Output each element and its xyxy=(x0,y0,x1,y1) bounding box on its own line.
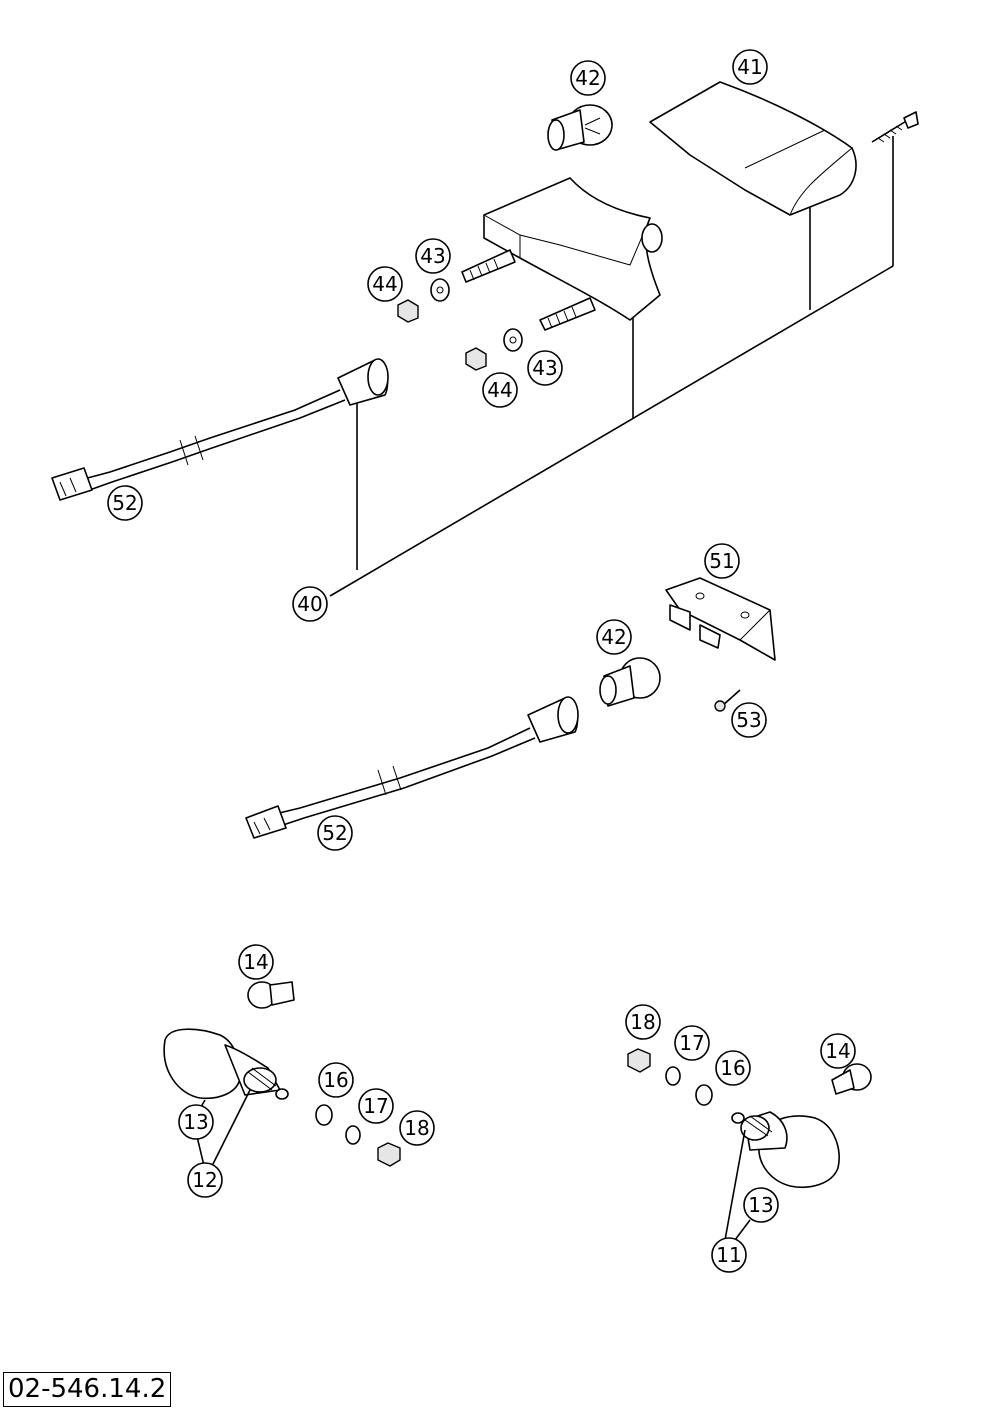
bulb-42-top xyxy=(547,104,613,151)
callout-16: 16 xyxy=(715,1050,751,1086)
nut-18 xyxy=(627,1048,651,1073)
callout-17: 17 xyxy=(674,1025,710,1061)
indicator-lens-13-right xyxy=(731,1111,840,1188)
callout-52: 52 xyxy=(317,815,353,851)
indicator-lens-13-left xyxy=(163,1028,289,1100)
svg-text:11: 11 xyxy=(716,1243,741,1267)
tail-light-lens xyxy=(649,81,857,216)
nut-44 xyxy=(397,299,419,323)
callout-11: 11 xyxy=(711,1237,747,1273)
svg-text:17: 17 xyxy=(679,1031,704,1055)
right-indicator-assembly xyxy=(627,1048,872,1241)
svg-text:52: 52 xyxy=(112,491,137,515)
housing-studs xyxy=(461,249,596,331)
svg-text:16: 16 xyxy=(720,1056,745,1080)
callout-42: 42 xyxy=(596,619,632,655)
svg-text:14: 14 xyxy=(243,950,268,974)
svg-text:43: 43 xyxy=(420,244,445,268)
svg-text:18: 18 xyxy=(630,1010,655,1034)
svg-text:17: 17 xyxy=(363,1094,388,1118)
svg-text:44: 44 xyxy=(372,272,397,296)
nut-18 xyxy=(377,1142,401,1167)
svg-text:14: 14 xyxy=(825,1039,850,1063)
svg-text:12: 12 xyxy=(192,1168,217,1192)
svg-text:52: 52 xyxy=(322,821,347,845)
document-id-label: 02-546.14.2 xyxy=(3,1372,172,1407)
callout-44: 44 xyxy=(482,372,518,408)
lens-screw xyxy=(871,111,919,143)
lock-washer-17 xyxy=(345,1125,361,1145)
license-light-holder xyxy=(665,577,776,661)
callout-14: 14 xyxy=(238,944,274,980)
callout-40: 40 xyxy=(292,586,328,622)
tail-light-assembly xyxy=(51,81,919,597)
svg-text:53: 53 xyxy=(736,708,761,732)
callout-51: 51 xyxy=(704,543,740,579)
washer-43 xyxy=(430,278,450,302)
callout-52: 52 xyxy=(107,485,143,521)
callout-42: 42 xyxy=(570,60,606,96)
callout-18: 18 xyxy=(625,1004,661,1040)
callout-18: 18 xyxy=(399,1110,435,1146)
svg-text:13: 13 xyxy=(748,1193,773,1217)
callout-53: 53 xyxy=(731,702,767,738)
callout-16: 16 xyxy=(318,1062,354,1098)
callout-43: 43 xyxy=(527,350,563,386)
washer-43 xyxy=(503,328,523,352)
nut-44 xyxy=(465,347,487,371)
svg-text:16: 16 xyxy=(323,1068,348,1092)
tail-light-housing xyxy=(483,177,663,321)
socket-cable-52-top xyxy=(51,358,389,501)
svg-text:43: 43 xyxy=(532,356,557,380)
socket-cable-52-mid xyxy=(245,696,579,839)
lock-washer-17 xyxy=(665,1066,681,1086)
leader-line xyxy=(329,265,894,597)
callout-41: 41 xyxy=(732,49,768,85)
svg-text:13: 13 xyxy=(183,1110,208,1134)
washer-16 xyxy=(315,1104,333,1126)
callout-13: 13 xyxy=(178,1104,214,1140)
callout-12: 12 xyxy=(187,1162,223,1198)
indicator-bulb-14-left xyxy=(247,981,295,1009)
svg-text:18: 18 xyxy=(404,1116,429,1140)
license-light-assembly xyxy=(245,577,776,839)
bulb-42-mid xyxy=(599,657,661,707)
svg-text:42: 42 xyxy=(575,66,600,90)
svg-text:51: 51 xyxy=(709,549,734,573)
svg-text:40: 40 xyxy=(297,592,322,616)
screw-53 xyxy=(714,689,741,712)
left-indicator-assembly xyxy=(163,981,401,1171)
washer-16 xyxy=(695,1084,713,1106)
svg-text:44: 44 xyxy=(487,378,512,402)
callout-43: 43 xyxy=(415,238,451,274)
svg-text:42: 42 xyxy=(601,625,626,649)
callout-44: 44 xyxy=(367,266,403,302)
callout-14: 14 xyxy=(820,1033,856,1069)
callout-13: 13 xyxy=(743,1187,779,1223)
indicator-bulb-14-right xyxy=(831,1063,872,1095)
callout-17: 17 xyxy=(358,1088,394,1124)
svg-text:41: 41 xyxy=(737,55,762,79)
